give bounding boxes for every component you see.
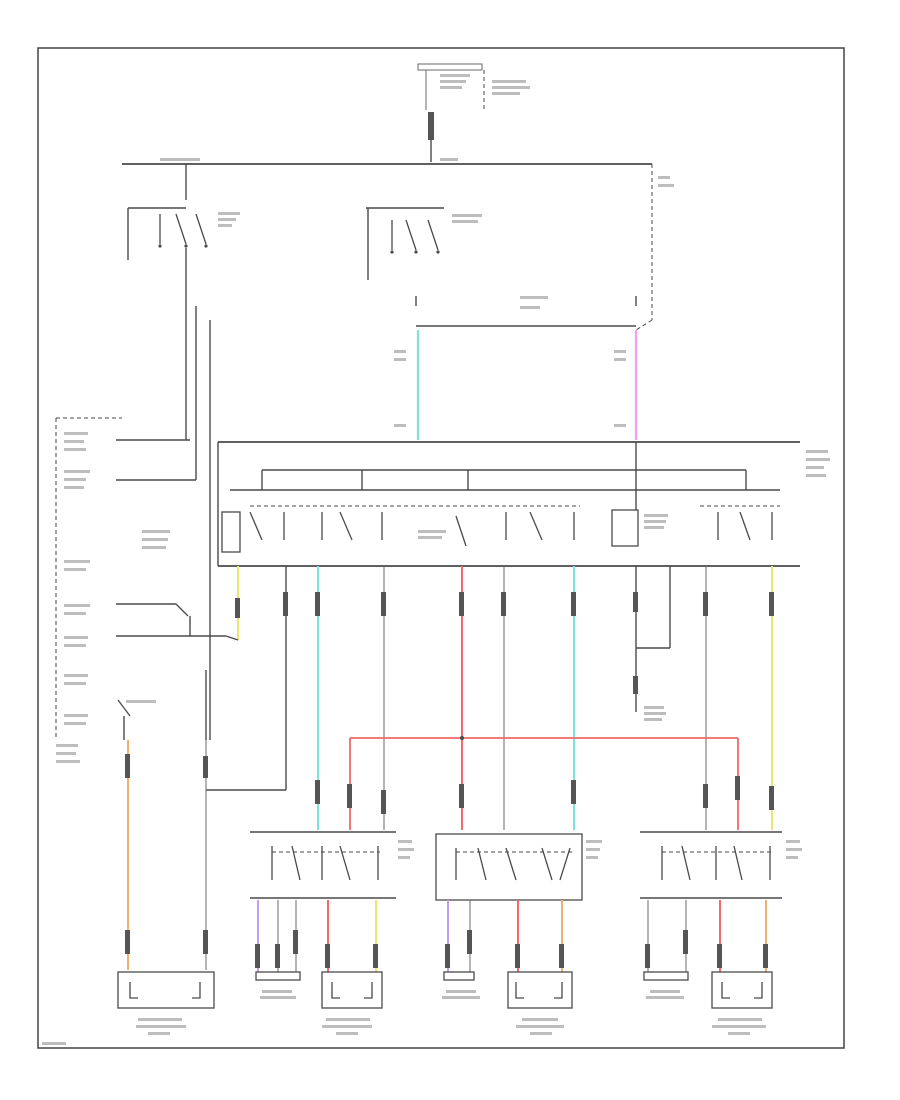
front-right-door-switch xyxy=(435,833,602,901)
ignition-switch xyxy=(127,164,240,296)
rear-right-lock-actuator xyxy=(643,971,773,1035)
top-fuse-box xyxy=(417,63,530,162)
module-output-wires xyxy=(206,566,774,830)
module-relay-contacts xyxy=(221,505,780,553)
footer-code-mark xyxy=(42,1042,66,1045)
red-cross-connection xyxy=(347,736,740,830)
rear-right-door-switch xyxy=(640,831,802,899)
door-lock-control-module xyxy=(217,441,830,567)
diagram-frame xyxy=(37,47,845,1049)
lower-wires-rear-right xyxy=(645,900,768,972)
front-left-door-switch xyxy=(250,831,414,899)
lower-wires-front-left xyxy=(255,900,378,972)
left-module-block xyxy=(55,296,226,763)
rear-left-lock-actuator xyxy=(117,971,215,1035)
defogger-switch xyxy=(366,207,482,280)
front-left-lock-actuator xyxy=(255,971,383,1035)
lower-wires-front-right xyxy=(445,900,564,972)
front-right-lock-actuator xyxy=(442,971,573,1035)
